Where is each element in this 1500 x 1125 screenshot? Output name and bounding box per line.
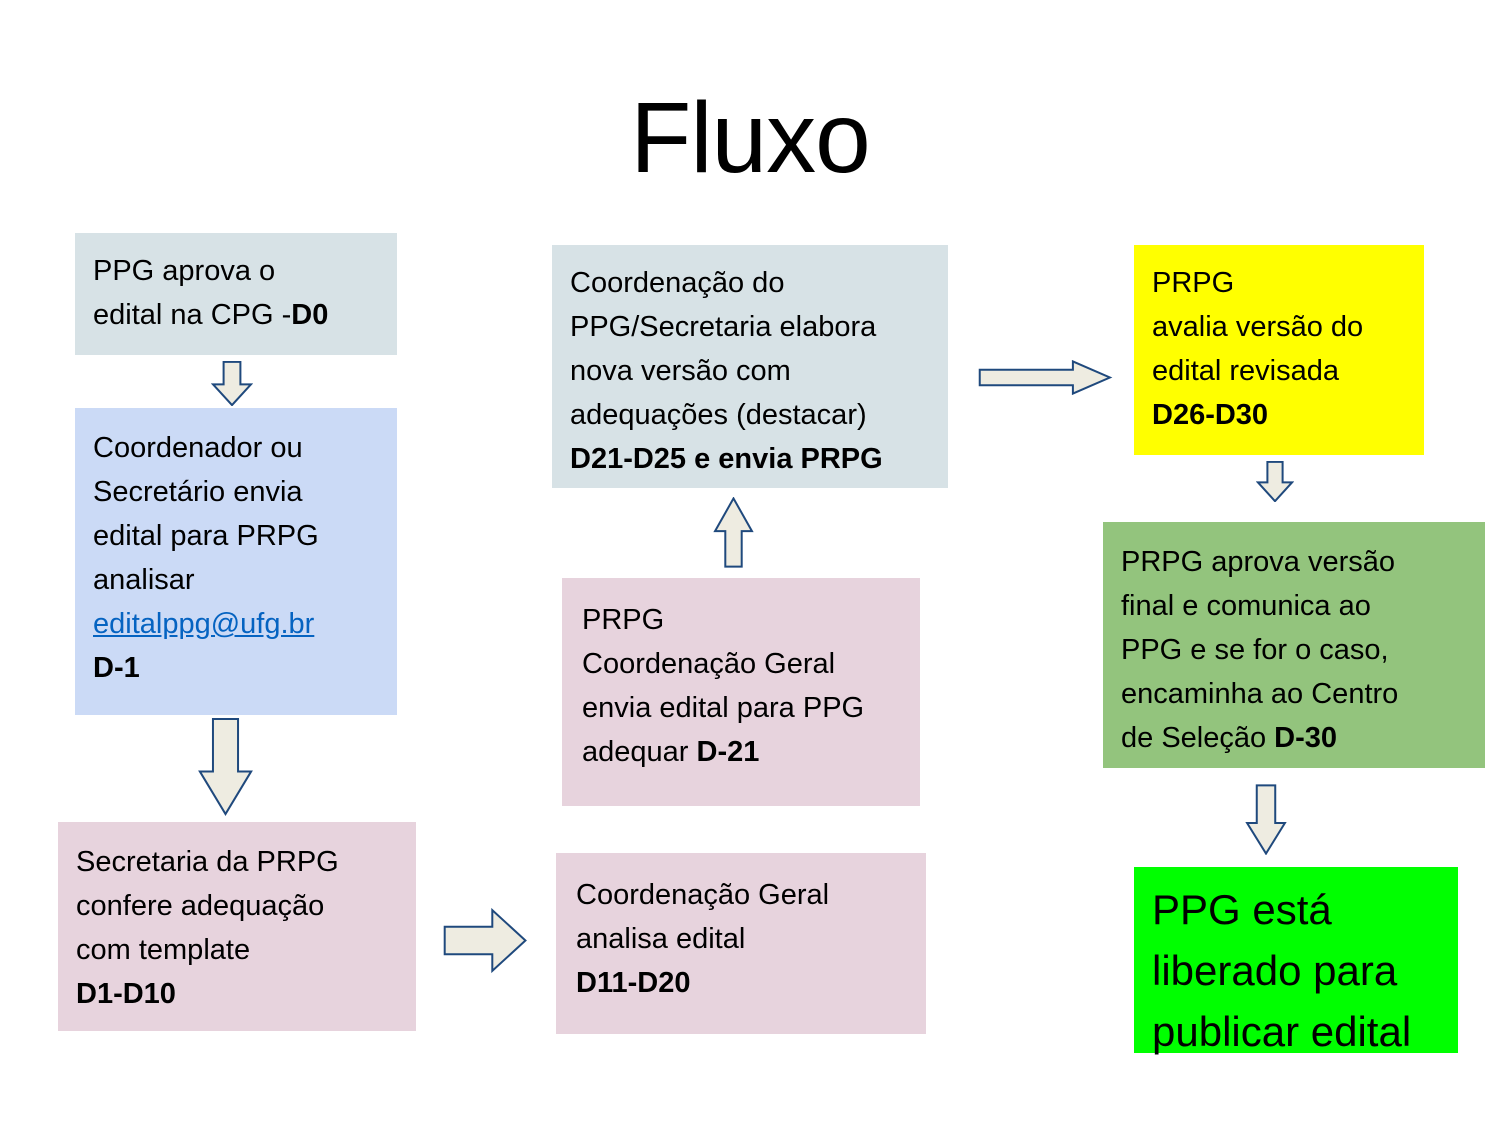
- page-title: Fluxo: [630, 82, 871, 194]
- node-text-line: D26-D30: [1152, 393, 1406, 437]
- node-coordenacao-geral-analisa: Coordenação Geral analisa edital D11-D20: [556, 853, 926, 1034]
- node-text-line: Coordenação do: [570, 267, 785, 299]
- node-text-line: Secretaria da PRPG: [76, 846, 339, 878]
- node-text-line: edital na CPG -D0: [93, 293, 379, 337]
- node-text-line: encaminha ao Centro: [1121, 678, 1399, 710]
- node-text-line: envia edital para PPG: [582, 692, 865, 724]
- node-text-line: Coordenação Geral: [576, 879, 830, 911]
- node-text-line: de Seleção D-30: [1121, 716, 1467, 760]
- node-text-line: Coordenador ou: [93, 432, 303, 464]
- node-text: de Seleção: [1121, 722, 1275, 754]
- node-text-line: PPG aprova o: [93, 255, 276, 287]
- deadline-label: D-1: [93, 652, 140, 684]
- node-text-line: Secretário envia: [93, 476, 303, 508]
- node-ppg-aprova-edital: PPG aprova o edital na CPG -D0: [75, 233, 397, 355]
- node-text-line: PRPG: [582, 604, 665, 636]
- block-arrow-right-icon: [977, 360, 1114, 395]
- node-text-line: PRPG aprova versão: [1121, 546, 1396, 578]
- node-prpg-envia-para-adequar: PRPG Coordenação Geral envia edital para…: [562, 578, 920, 806]
- deadline-label: D21-D25 e envia PRPG: [570, 443, 883, 475]
- node-text-line: edital revisada: [1152, 355, 1339, 387]
- node-coordenador-envia-edital: Coordenador ou Secretário envia edital p…: [75, 408, 397, 715]
- node-text-line: avalia versão do: [1152, 311, 1364, 343]
- block-arrow-down-icon: [1256, 461, 1294, 502]
- node-text-line: edital para PRPG: [93, 520, 319, 552]
- node-prpg-aprova-versao-final: PRPG aprova versão final e comunica ao P…: [1103, 522, 1485, 768]
- node-text-line: confere adequação: [76, 890, 325, 922]
- node-text-line: final e comunica ao: [1121, 590, 1371, 622]
- node-text-line: liberado para: [1152, 947, 1398, 994]
- node-ppg-elabora-nova-versao: Coordenação do PPG/Secretaria elabora no…: [552, 245, 948, 488]
- deadline-label: D26-D30: [1152, 399, 1269, 431]
- node-text-line: com template: [76, 934, 251, 966]
- node-text-line: PPG/Secretaria elabora: [570, 311, 877, 343]
- deadline-label: D11-D20: [576, 967, 691, 999]
- node-text-line: PPG e se for o caso,: [1121, 634, 1389, 666]
- node-text-line: D11-D20: [576, 961, 906, 1005]
- deadline-label: D1-D10: [76, 978, 176, 1010]
- node-secretaria-confere-adequacao: Secretaria da PRPG confere adequação com…: [58, 822, 416, 1031]
- node-text-line: PPG está: [1152, 886, 1332, 933]
- node-text-line: D-1: [93, 646, 379, 690]
- node-ppg-liberado-publicar: PPG está liberado para publicar edital: [1134, 867, 1458, 1055]
- block-arrow-down-icon: [197, 717, 254, 816]
- email-link[interactable]: editalppg@ufg.br: [93, 608, 315, 640]
- node-text-line: D21-D25 e envia PRPG: [570, 437, 930, 481]
- block-arrow-right-icon: [443, 906, 528, 975]
- node-prpg-avalia-versao: PRPG avalia versão do edital revisada D2…: [1134, 245, 1424, 455]
- node-text-line: analisar: [93, 564, 195, 596]
- block-arrow-down-icon: [1245, 784, 1287, 855]
- node-text: adequar: [582, 736, 697, 768]
- node-text: edital na CPG -: [93, 299, 292, 331]
- node-text-line: PRPG: [1152, 267, 1235, 299]
- node-text-line: adequações (destacar): [570, 399, 867, 431]
- node-text-line: analisa edital: [576, 923, 746, 955]
- deadline-label: D-30: [1274, 722, 1338, 754]
- node-text-line: publicar edital: [1152, 1008, 1412, 1055]
- deadline-label: D0: [291, 299, 329, 331]
- node-text-line: D1-D10: [76, 972, 398, 1016]
- node-text-line: nova versão com: [570, 355, 791, 387]
- block-arrow-down-icon: [211, 361, 253, 406]
- node-text-line: editalppg@ufg.br: [93, 602, 379, 646]
- deadline-label: D-21: [696, 736, 760, 768]
- node-text-line: Coordenação Geral: [582, 648, 836, 680]
- node-text-line: adequar D-21: [582, 730, 900, 774]
- block-arrow-up-icon: [713, 497, 754, 568]
